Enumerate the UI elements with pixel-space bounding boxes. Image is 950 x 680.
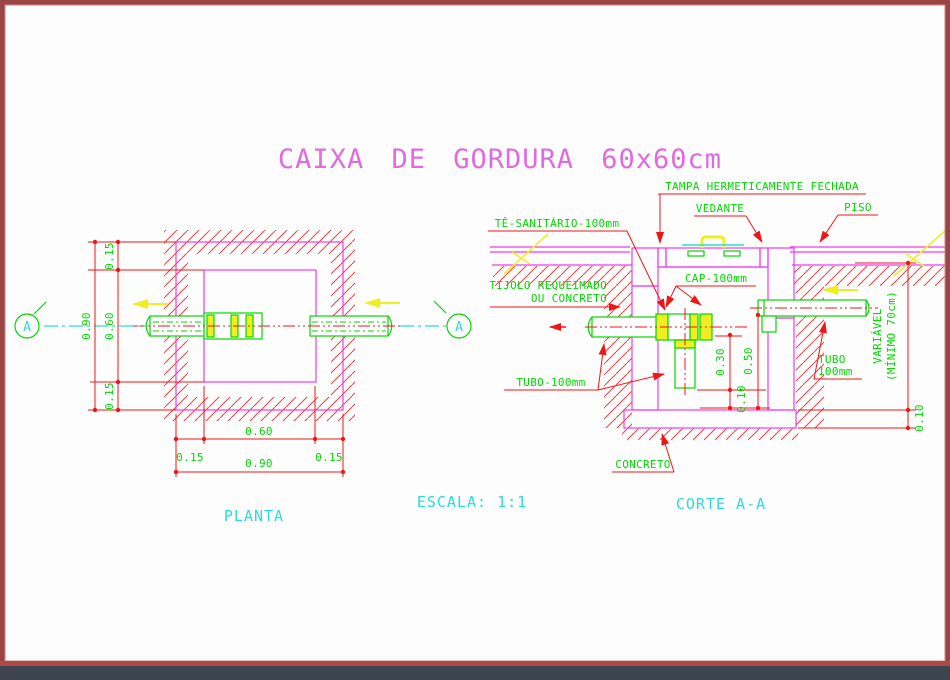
concrete-base-slab [623, 409, 797, 429]
dim-section-gap: 0.10 [735, 385, 748, 413]
plan-left-dimensions: 0.90 0.15 0.60 0.15 [80, 239, 204, 413]
label-variavel-line2: (MÍNIMO 70cm) [885, 291, 898, 381]
label-tubo-right-line1: TUBO [818, 353, 846, 366]
label-tampa: TAMPA HERMETICAMENTE FECHADA [665, 180, 859, 193]
label-tijolo-line2: OU CONCRETO [531, 292, 607, 305]
section-marker-letter: A [23, 320, 31, 335]
section-marker-letter: A [455, 320, 463, 335]
lid-anchor-plate-left [687, 250, 705, 257]
label-tubo-right-line2: 100mm [818, 365, 853, 378]
section-right-dimensions: VARIÁVEL (MÍNIMO 70cm) 0.10 [798, 260, 926, 432]
bottom-bar [0, 666, 950, 680]
section-view: 0.30 0.50 0.10 VARIÁVEL (MÍNIMO 70cm) 0.… [488, 180, 948, 513]
break-symbol-left [503, 233, 549, 275]
lid-handle [700, 235, 726, 248]
label-tijolo-line1: TIJOLO REQUEIMADO [489, 279, 607, 292]
plan-bottom-dimensions: 0.60 0.15 0.90 0.15 [173, 386, 346, 477]
break-symbol-right [893, 229, 947, 277]
plan-view-title: PLANTA [224, 507, 284, 525]
plan-inlet-pipe [145, 315, 205, 337]
label-tubo-left: TUBO-100mm [516, 376, 585, 389]
label-variavel-line1: VARIÁVEL [871, 308, 884, 363]
dim-section-drop: 0.30 [714, 348, 727, 376]
section-marker-right: A [400, 300, 472, 339]
dim-plan-left-total: 0.90 [80, 312, 93, 340]
dim-plan-bottom-right: 0.15 [315, 451, 343, 464]
lid-anchor-plate-right [723, 250, 741, 257]
label-piso: PISO [844, 201, 872, 214]
label-vedante: VEDANTE [696, 202, 744, 215]
section-inner-dimensions: 0.30 0.50 0.10 [697, 312, 770, 413]
dim-section-depth: 0.50 [742, 347, 755, 375]
section-inlet-pipe [587, 316, 659, 338]
dim-plan-left-mid: 0.60 [103, 312, 116, 340]
dim-plan-bottom-inner: 0.60 [245, 425, 273, 438]
plan-wall-hatch [164, 230, 355, 421]
label-cap: CAP-100mm [685, 272, 747, 285]
section-annotations: TAMPA HERMETICAMENTE FECHADA VEDANTE PIS… [488, 180, 878, 473]
section-view-title: CORTE A-A [676, 495, 766, 513]
dim-plan-bottom-left: 0.15 [176, 451, 204, 464]
dim-plan-left-bottom: 0.15 [103, 382, 116, 410]
dim-plan-bottom-total: 0.90 [245, 457, 273, 470]
scale-label: ESCALA: 1:1 [417, 493, 527, 511]
dim-section-base: 0.10 [913, 404, 926, 432]
dim-plan-left-top: 0.15 [103, 242, 116, 270]
label-concreto: CONCRETO [615, 458, 670, 471]
drawing-title: CAIXA DE GORDURA 60x60cm [278, 144, 722, 175]
plan-view: A A 0.90 0.15 0.60 0.15 [14, 230, 472, 525]
label-te-sanitario: TÊ-SANITÁRIO-100mm [495, 217, 620, 230]
